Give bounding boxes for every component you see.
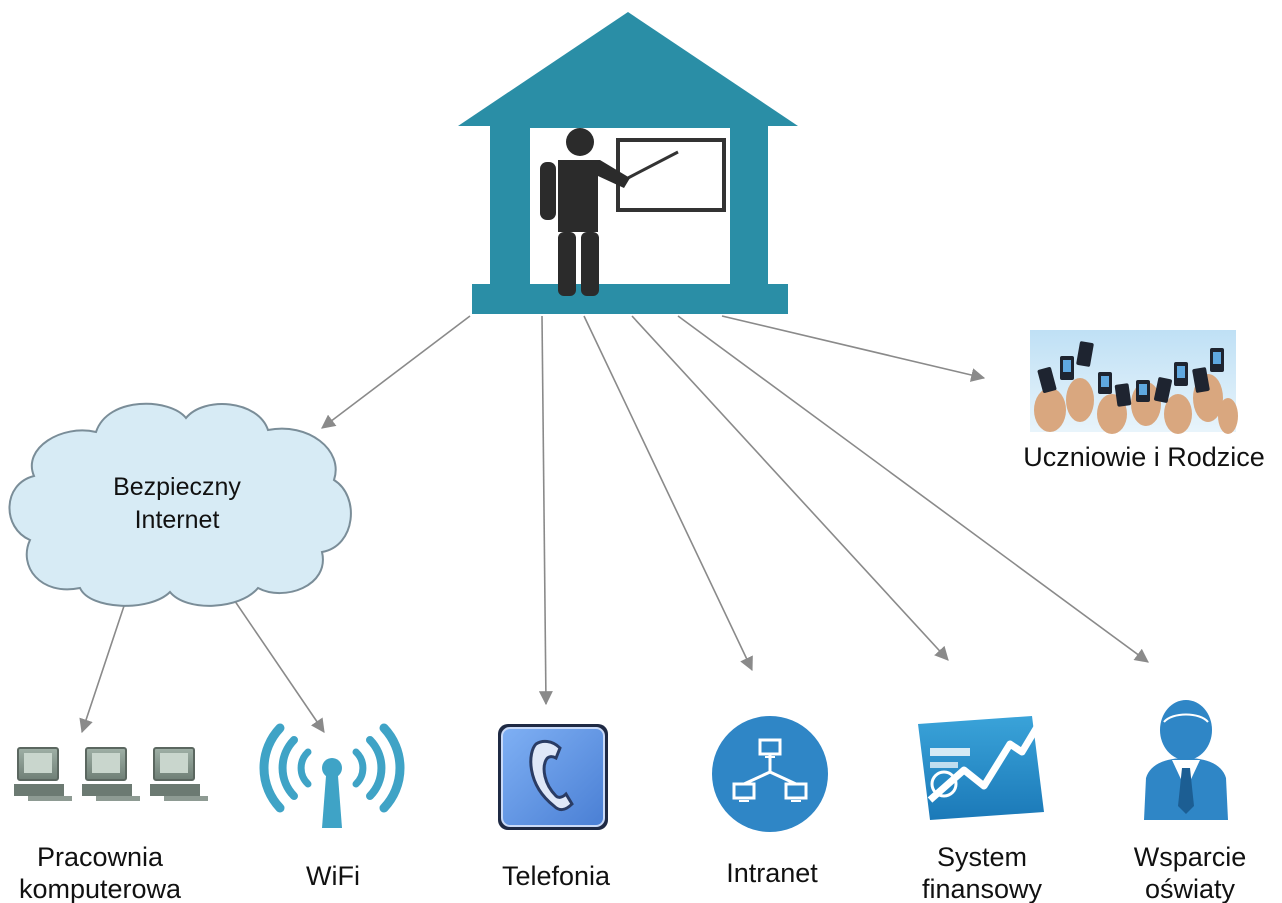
teacher-icon [540, 128, 726, 296]
support-label-line2: oświaty [1145, 874, 1236, 903]
wifi-label: WiFi [306, 861, 360, 891]
cloud-label-line1: Bezpieczny [113, 473, 241, 501]
cloud-icon [8, 402, 352, 607]
businessman-icon [1144, 700, 1228, 820]
finance-label-line1: System [937, 842, 1027, 872]
wifi-antenna-icon [259, 723, 405, 828]
arrow-to-intranet [583, 315, 753, 672]
parents-label: Uczniowie i Rodzice [1023, 442, 1265, 472]
support-label-line1: Wsparcie [1134, 842, 1247, 872]
intranet-label: Intranet [726, 858, 818, 888]
arrow-to-finance [631, 315, 949, 661]
arrow-to-cloud [321, 315, 471, 429]
computer-icon [14, 747, 208, 801]
telephone-icon [498, 724, 608, 830]
cloud-label-line2: Internet [135, 506, 220, 534]
arrow-to-telefonia [538, 315, 553, 706]
phones-crowd-icon [1030, 330, 1238, 434]
lab-label-line2: komputerowa [19, 874, 182, 903]
arrow-cloud-to-lab [79, 587, 131, 734]
phone-label: Telefonia [502, 861, 611, 891]
arrow-cloud-to-wifi [225, 587, 325, 733]
arrow-to-parents [721, 315, 986, 382]
connection-arrows [79, 315, 1149, 734]
network-icon [712, 716, 828, 832]
finance-chart-icon [918, 704, 1054, 820]
finance-label-line2: finansowy [922, 874, 1043, 903]
lab-label-line1: Pracownia [37, 842, 164, 872]
arrow-to-support [677, 315, 1149, 663]
